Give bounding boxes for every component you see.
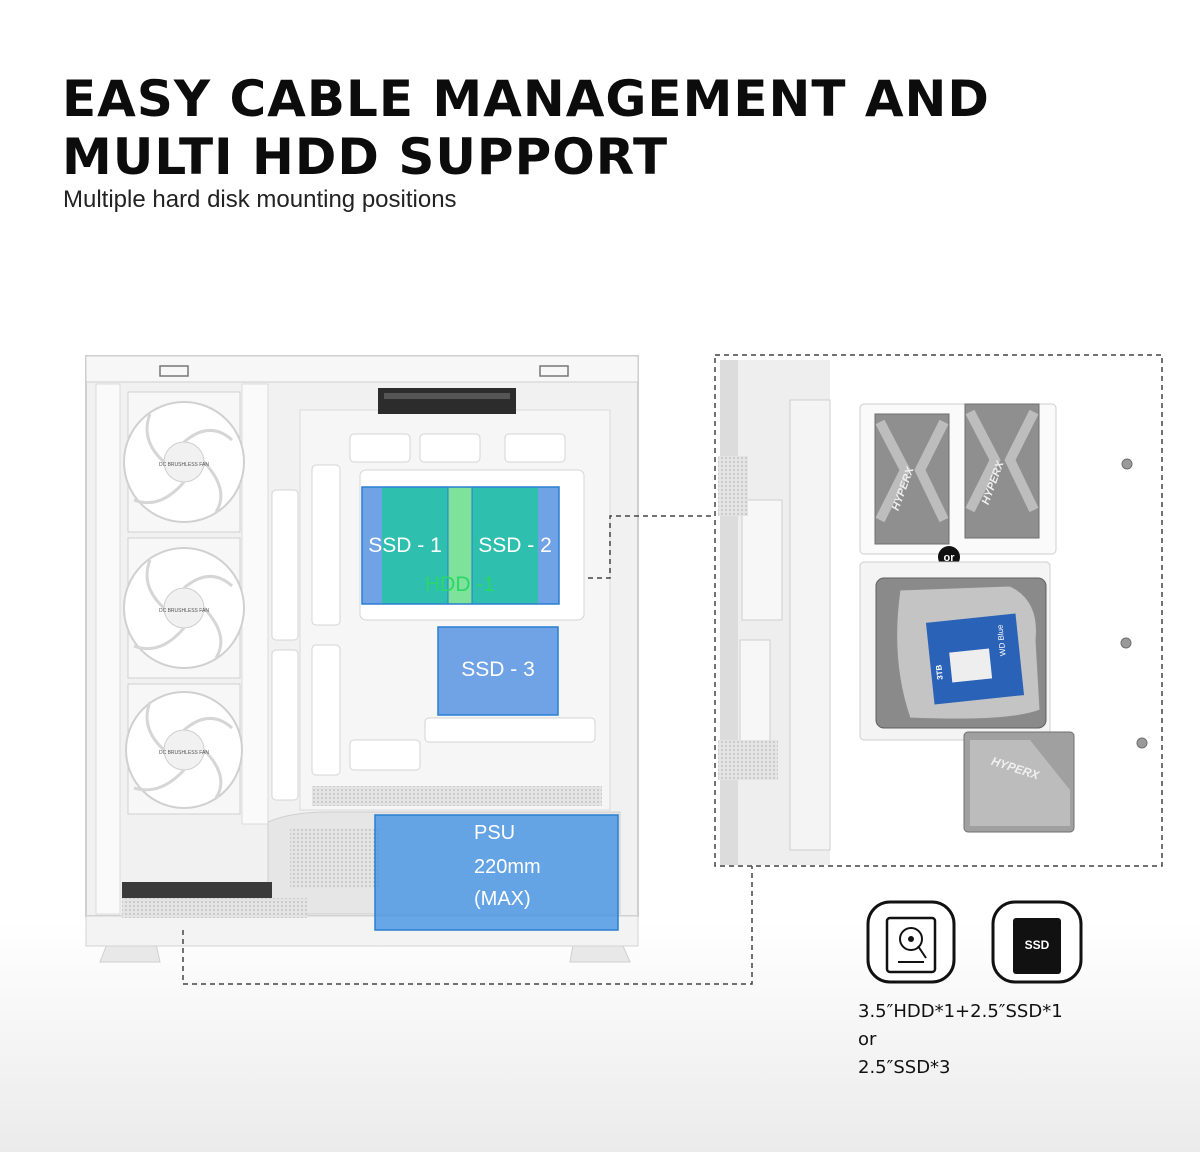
or-badge-text: or (944, 552, 956, 564)
ssd3-label: SSD - 3 (461, 658, 535, 681)
psu-label-line3: (MAX) (474, 888, 531, 910)
ssd3-zone (437, 626, 559, 716)
hdd1-label: HDD -1 (424, 573, 495, 596)
title-line-1: EASY CABLE MANAGEMENT AND (62, 70, 990, 128)
fan-stack: DC BRUSHLESS FAN DC BRUSHLESS FAN DC BRU… (123, 391, 245, 815)
fan-middle-label: DC BRUSHLESS FAN (159, 608, 209, 614)
ssd1-zone (382, 487, 448, 604)
page-title: EASY CABLE MANAGEMENT AND MULTI HDD SUPP… (62, 70, 990, 186)
drive-bay-overlays (359, 469, 619, 931)
ssd-icon: SSD (991, 900, 1083, 984)
fan-middle: DC BRUSHLESS FAN (123, 537, 245, 679)
fan-bottom: DC BRUSHLESS FAN (125, 683, 243, 815)
ssd2-edge-right (538, 487, 559, 604)
screw-1 (1121, 458, 1133, 470)
psu-zone (374, 814, 619, 931)
hdd1-zone (448, 487, 472, 604)
fan-top-label: DC BRUSHLESS FAN (159, 462, 209, 468)
hdd-brand: WD Blue (995, 624, 1007, 657)
hard-drive-icon (866, 900, 956, 984)
ssd2-label: SSD - 2 (478, 534, 552, 557)
support-line-2: or (858, 1029, 877, 1050)
ssd2-zone (472, 487, 538, 604)
ssd1-label: SSD - 1 (368, 534, 442, 557)
screw-3 (1136, 737, 1148, 749)
fan-top: DC BRUSHLESS FAN (123, 391, 245, 533)
hdd-capacity: 3TB (934, 664, 945, 680)
ssd1-edge-left (362, 487, 382, 604)
psu-label-line1: PSU (474, 822, 516, 844)
support-line-3: 2.5″SSD*3 (858, 1057, 951, 1078)
psu-label-line2: 220mm (474, 856, 541, 878)
subtitle: Multiple hard disk mounting positions (63, 186, 457, 213)
screw-2 (1120, 637, 1132, 649)
title-line-2: MULTI HDD SUPPORT (62, 128, 669, 186)
ssd-icon-text: SSD (1025, 938, 1050, 952)
support-line-1: 3.5″HDD*1+2.5″SSD*1 (858, 1001, 1063, 1022)
detail-view: HYPERX HYPERX or WD Blue 3TB HYPERX (718, 360, 1148, 865)
callout-lines (182, 354, 1163, 985)
support-text: 3.5″HDD*1+2.5″SSD*1 or 2.5″SSD*3 (858, 998, 1063, 1082)
fan-bottom-label: DC BRUSHLESS FAN (159, 750, 209, 756)
